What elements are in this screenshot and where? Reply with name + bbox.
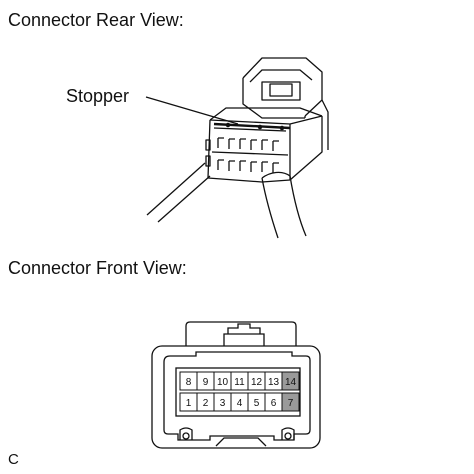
- pin-grid-frame: [175, 367, 301, 417]
- pin-number-12: 12: [251, 377, 263, 388]
- pin-number-14: 14: [285, 377, 297, 388]
- front-lock-tab: [185, 321, 297, 346]
- front-view-heading: Connector Front View:: [8, 258, 187, 278]
- rear-view-heading: Connector Rear View:: [8, 10, 184, 30]
- stopper-leader-line: [145, 96, 239, 125]
- pin-number-2: 2: [203, 398, 209, 409]
- stopper-part: [213, 122, 291, 131]
- pin-number-11: 11: [234, 377, 245, 388]
- rear-view-drawing: [145, 57, 329, 239]
- front-key-notch: [215, 437, 267, 447]
- front-corner-latches: [179, 427, 295, 440]
- pin-cell-14: [281, 371, 300, 391]
- front-connector-shell: [151, 345, 321, 449]
- pin-number-5: 5: [254, 398, 260, 409]
- figure-code: C: [8, 451, 19, 468]
- front-view-drawing: [151, 321, 321, 449]
- pin-cell-7: [281, 392, 300, 412]
- pin-number-4: 4: [237, 398, 243, 409]
- stopper-callout-label: Stopper: [66, 86, 130, 106]
- pin-number-3: 3: [220, 398, 226, 409]
- pin-number-8: 8: [186, 377, 192, 388]
- pin-number-10: 10: [217, 377, 229, 388]
- connector-lock-housing: [242, 57, 329, 150]
- wire-harness: [146, 162, 307, 239]
- pin-number-6: 6: [271, 398, 277, 409]
- pin-number-1: 1: [186, 398, 192, 409]
- pin-number-7: 7: [288, 398, 294, 409]
- pin-number-9: 9: [203, 377, 209, 388]
- connector-body: [205, 107, 323, 183]
- pin-number-13: 13: [268, 377, 280, 388]
